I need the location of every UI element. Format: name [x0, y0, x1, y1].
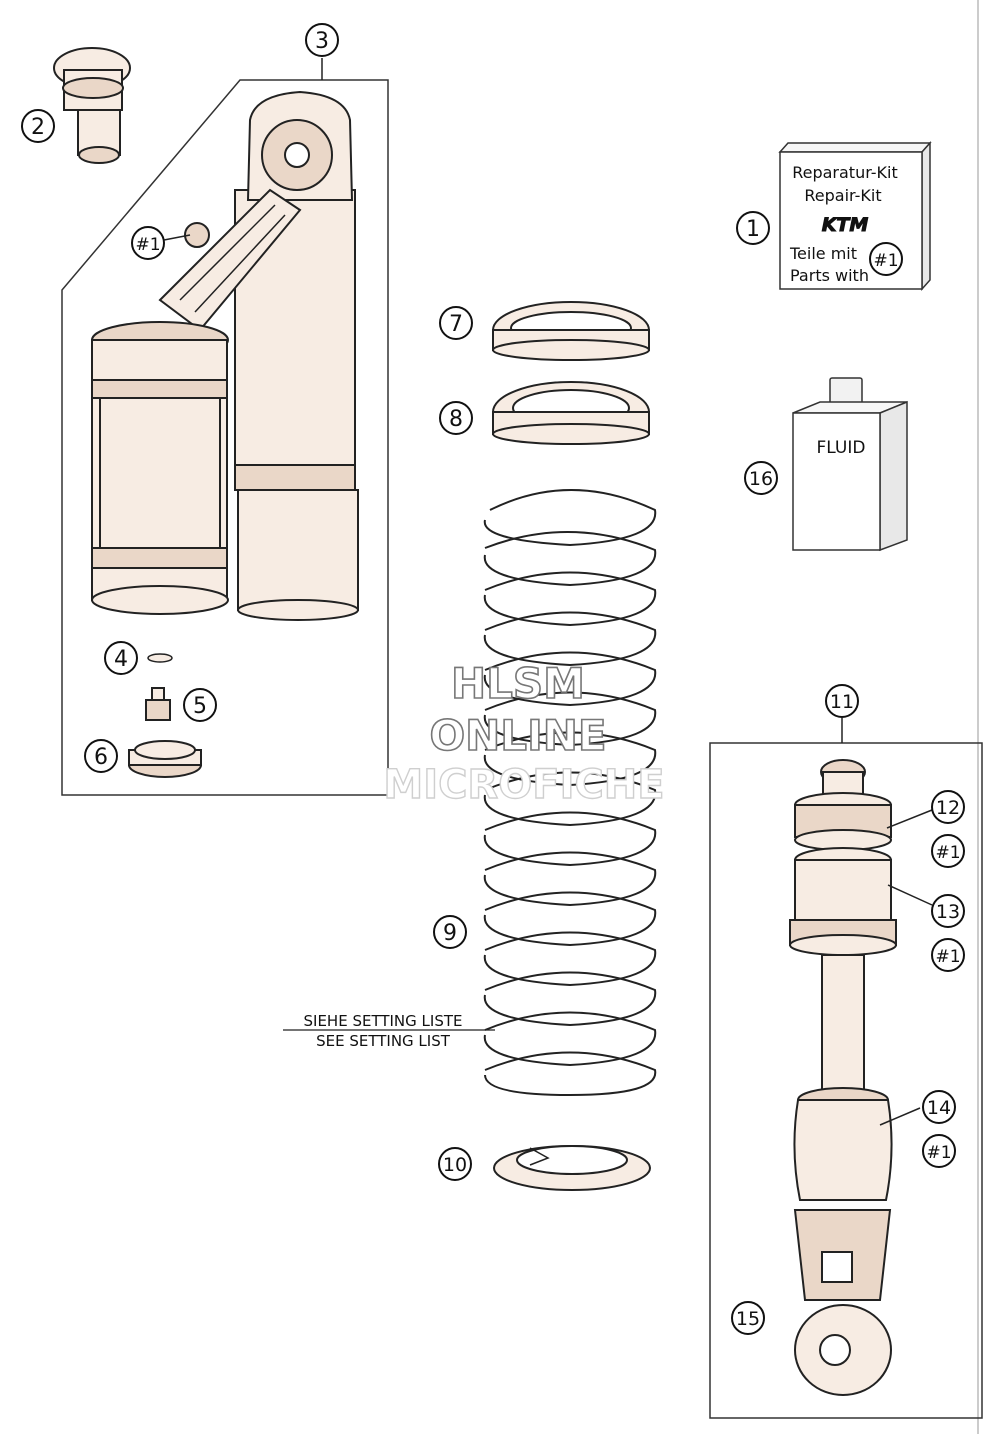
o-ring-part: [147, 653, 173, 663]
svg-text:#1: #1: [935, 843, 960, 863]
svg-text:9: 9: [443, 921, 457, 946]
svg-text:#1: #1: [926, 1143, 951, 1163]
callout-13[interactable]: 13: [931, 894, 965, 928]
svg-text:14: 14: [927, 1097, 951, 1119]
piston-rod-group-frame: [709, 742, 983, 1419]
repair-kit-parts-en: Parts with: [790, 266, 869, 285]
callout-9[interactable]: 9: [433, 915, 467, 949]
svg-text:5: 5: [193, 694, 207, 719]
valve-part: [145, 687, 171, 721]
svg-text:#1: #1: [935, 947, 960, 967]
svg-text:3: 3: [315, 29, 329, 54]
ktm-logo: KTM: [822, 214, 869, 236]
shock-spring-part: [483, 489, 657, 1097]
valve-cap-part: [128, 740, 202, 778]
repair-kit-title-en: Repair-Kit: [804, 186, 881, 205]
repair-kit-title-de: Reparatur-Kit: [792, 163, 898, 182]
svg-text:#1: #1: [873, 251, 898, 271]
svg-text:1: 1: [746, 217, 760, 242]
callout-4[interactable]: 4: [104, 641, 138, 675]
callout-15[interactable]: 15: [731, 1301, 765, 1335]
spring-retainer-part: [493, 1145, 651, 1191]
svg-text:15: 15: [736, 1308, 760, 1330]
shock-body-group-frame: [61, 79, 389, 796]
callout-11[interactable]: 11: [825, 684, 859, 718]
reservoir-cap-part: [53, 47, 131, 164]
leader-line-13: [887, 884, 933, 906]
marker-14[interactable]: #1: [922, 1134, 956, 1168]
counter-ring-part: [492, 381, 650, 445]
svg-text:7: 7: [449, 312, 463, 337]
watermark-line-1: HLSM: [451, 659, 585, 708]
callout-5[interactable]: 5: [183, 688, 217, 722]
svg-text:#1: #1: [135, 235, 160, 255]
marker-shock[interactable]: #1: [131, 226, 165, 260]
callout-10[interactable]: 10: [438, 1147, 472, 1181]
callout-6[interactable]: 6: [84, 739, 118, 773]
watermark-line-2: ONLINE: [429, 711, 606, 760]
shock-body-part: [91, 90, 359, 621]
svg-text:2: 2: [31, 115, 45, 140]
leader-line-14: [879, 1107, 921, 1126]
callout-1[interactable]: 1: [736, 211, 770, 245]
callout-8[interactable]: 8: [439, 401, 473, 435]
svg-text:8: 8: [449, 407, 463, 432]
marker-kit[interactable]: #1: [869, 242, 903, 276]
adjusting-ring-part: [492, 301, 650, 361]
marker-12[interactable]: #1: [931, 834, 965, 868]
svg-text:4: 4: [114, 647, 128, 672]
svg-text:16: 16: [749, 468, 773, 490]
watermark-line-3: MICROFICHE: [383, 762, 664, 808]
marker-shock-leader: [163, 234, 191, 241]
callout-7[interactable]: 7: [439, 306, 473, 340]
spring-note-en: SEE SETTING LIST: [316, 1032, 451, 1050]
callout-16[interactable]: 16: [744, 461, 778, 495]
repair-kit-parts-de: Teile mit: [789, 244, 857, 263]
callout-12[interactable]: 12: [931, 790, 965, 824]
svg-text:6: 6: [94, 745, 108, 770]
svg-text:10: 10: [443, 1154, 467, 1176]
svg-text:11: 11: [830, 691, 854, 713]
fluid-bottle: [792, 377, 908, 552]
marker-13[interactable]: #1: [931, 938, 965, 972]
leader-line-12: [886, 809, 933, 829]
callout-14[interactable]: 14: [922, 1090, 956, 1124]
spring-note-de: SIEHE SETTING LISTE: [304, 1012, 463, 1030]
svg-text:12: 12: [936, 797, 960, 819]
callout-2[interactable]: 2: [21, 109, 55, 143]
svg-text:13: 13: [936, 901, 960, 923]
callout-3[interactable]: 3: [305, 23, 339, 57]
fluid-label: FLUID: [817, 438, 866, 458]
piston-rod-assembly-part: [789, 759, 897, 1396]
